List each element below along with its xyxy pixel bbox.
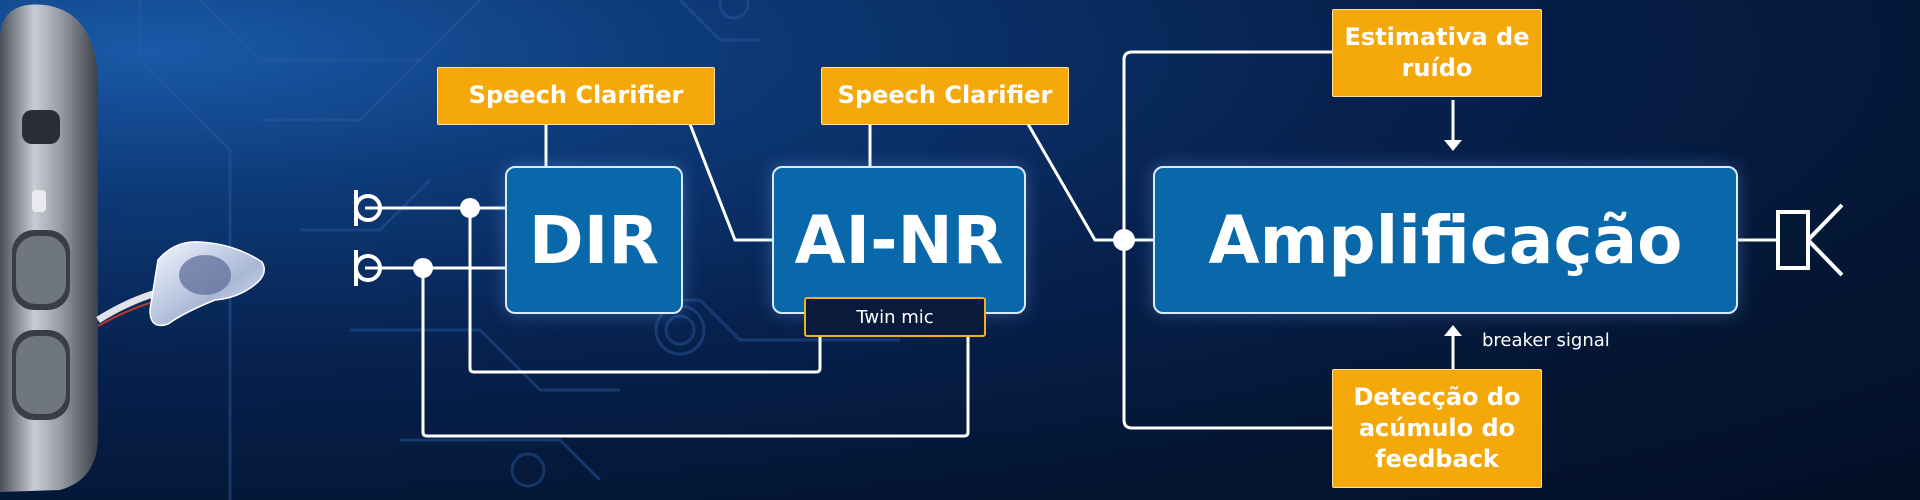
- noise-estimation-label: Estimativa de ruído: [1332, 9, 1542, 97]
- twin-mic-badge: Twin mic: [804, 297, 986, 337]
- ai-nr-block: AI-NR: [772, 166, 1026, 314]
- amplification-block: Amplificação: [1153, 166, 1738, 314]
- speaker-icon: [0, 0, 1920, 320]
- speech-clarifier-label-1: Speech Clarifier: [437, 67, 715, 125]
- speech-clarifier-label-2: Speech Clarifier: [821, 67, 1069, 125]
- microphone-icon: [354, 190, 382, 286]
- feedback-detection-label: Detecção do acúmulo do feedback: [1332, 369, 1542, 488]
- dir-block: DIR: [505, 166, 683, 314]
- hearing-aid-device: [0, 4, 265, 492]
- breaker-signal-note: breaker signal: [1482, 330, 1610, 351]
